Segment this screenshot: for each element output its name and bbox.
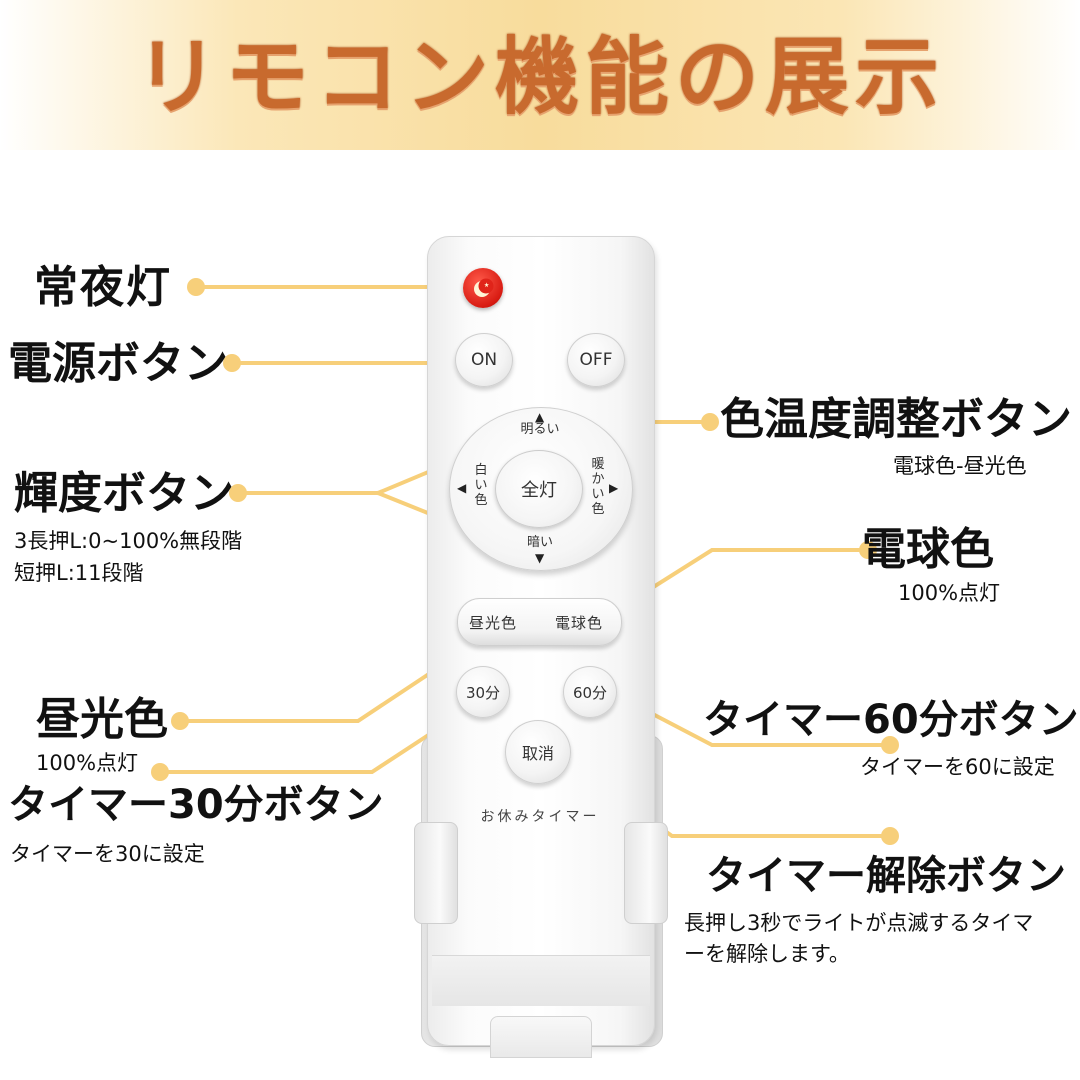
warm-arrow-icon[interactable]: ▶ [609,481,619,495]
color-temp-desc: 電球色-昼光色 [893,454,1027,478]
off-button[interactable]: OFF [567,333,625,387]
daylight-button[interactable]: 昼光色 [469,614,518,632]
sleep-timer-label: お休みタイマー [480,809,600,825]
on-button[interactable]: ON [455,333,513,387]
timer-cancel-desc-1: 長押し3秒でライトが点滅するタイマ [684,911,1034,935]
timer30-desc: タイマーを30に設定 [10,842,205,866]
warm-color-label: 暖かい色 [591,457,605,517]
brighter-label: 明るい [520,422,560,437]
timer-cancel-button[interactable]: 取消 [505,720,571,784]
holder-right-tab [624,822,668,924]
brighter-arrow-icon[interactable]: ▲ [535,410,545,424]
color-temp-title: 色温度調整ボタン [720,394,1072,445]
holder-bottom [432,955,650,1006]
darker-label: 暗い [526,535,553,550]
power-button-title: 電源ボタン [8,338,228,389]
warm-light-title: 電球色 [862,524,994,575]
night-light-button[interactable] [463,268,503,308]
daylight-desc: 100%点灯 [36,751,139,775]
warm-light-desc: 100%点灯 [898,581,1001,605]
daylight-title: 昼光色 [36,694,168,745]
brightness-desc-1: 3長押L:0~100%無段階 [14,529,243,553]
holder-left-tab [414,822,458,924]
timer-30-button[interactable]: 30分 [456,666,510,718]
holder-foot [490,1016,592,1058]
darker-arrow-icon[interactable]: ▼ [535,551,545,565]
page-title: リモコン機能の展示 [134,28,945,126]
timer60-desc: タイマーを60に設定 [860,755,1055,779]
timer-60-button[interactable]: 60分 [563,666,617,718]
title-banner [0,0,1080,150]
brightness-desc-2: 短押L:11段階 [14,561,144,585]
timer-cancel-title: タイマー解除ボタン [706,853,1066,899]
brightness-title: 輝度ボタン [14,468,234,519]
night-light-title: 常夜灯 [34,262,172,313]
timer30-title: タイマー30分ボタン [8,782,384,828]
full-light-button[interactable]: 全灯 [495,450,583,528]
timer-cancel-desc-2: ーを解除します。 [684,942,850,966]
cool-arrow-icon[interactable]: ◀ [457,481,467,495]
color-pill-button: 昼光色 電球色 [457,598,622,646]
moon-star-icon [474,278,494,297]
cool-color-label: 白い色 [474,463,488,508]
warm-light-button[interactable]: 電球色 [555,614,604,632]
timer60-title: タイマー60分ボタン [703,697,1079,743]
